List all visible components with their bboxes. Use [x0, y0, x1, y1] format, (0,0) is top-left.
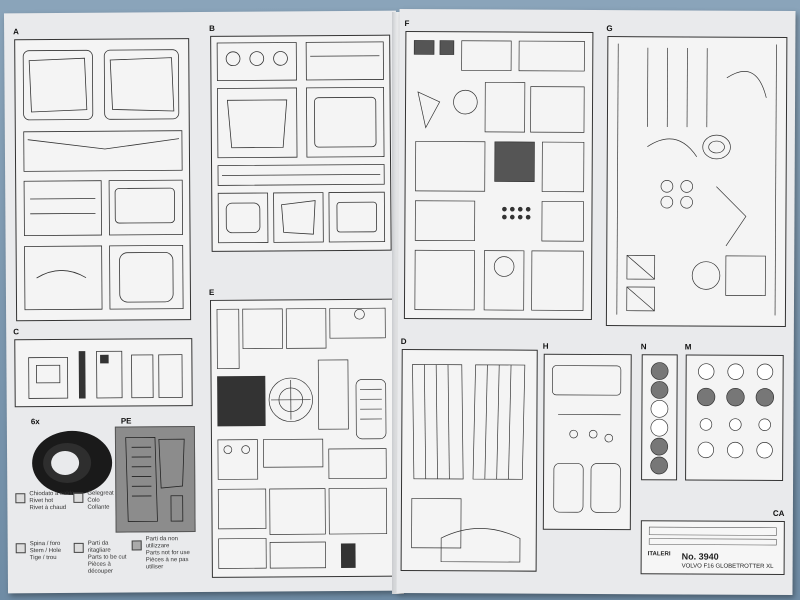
sprue-f: F: [403, 19, 594, 320]
legend-notuse-icon: [131, 540, 142, 551]
sprue-n: N: [641, 342, 678, 481]
sprue-h-parts: [552, 365, 622, 513]
kit-number: No. 3940: [681, 551, 719, 562]
sprue-b: B: [209, 24, 392, 252]
sprue-m-label: M: [684, 342, 692, 352]
legend-heat-icon: [15, 493, 26, 504]
decal-sheet-label: CA: [772, 508, 785, 518]
right-page: F: [396, 8, 796, 596]
sprue-g: G: [605, 24, 788, 327]
sprue-g-label: G: [606, 24, 613, 34]
sprue-e-parts: [216, 307, 388, 569]
sprue-a-label: A: [13, 27, 19, 37]
sprue-c: C: [13, 327, 193, 408]
sprue-m: M: [685, 342, 784, 481]
sprue-g-parts: [616, 43, 777, 316]
sprue-b-parts: [216, 41, 386, 244]
sprue-h-label: H: [542, 341, 549, 351]
sprue-d-label: D: [400, 336, 407, 347]
sprue-a: A: [13, 27, 192, 322]
sprue-f-label: F: [404, 18, 410, 29]
sprue-h: H: [543, 342, 632, 531]
legend-cut-icon: [15, 543, 26, 554]
decal-strips: [648, 526, 777, 546]
sprue-d: D: [400, 337, 538, 572]
tire-illustration: [32, 430, 113, 495]
photoetch-fret: [114, 426, 196, 533]
sprue-n-parts: [650, 362, 669, 475]
brand-logo: ITALERI: [647, 551, 671, 558]
photoetch-parts: [125, 437, 185, 522]
sprue-e-label: E: [208, 287, 215, 297]
left-page: A B: [3, 10, 401, 594]
legend-drill-icon: [73, 542, 84, 553]
sprue-b-label: B: [209, 23, 215, 33]
legend-item-6: Parti da ritagliare Parts to be cut Pièc…: [87, 540, 127, 575]
sprue-e: E: [209, 288, 396, 578]
legend-glue-icon: [73, 492, 84, 503]
sprue-d-parts: [411, 364, 526, 563]
sprue-f-parts: [413, 40, 585, 311]
tire-count-label: 6x: [30, 417, 40, 427]
kit-product-name: VOLVO F16 GLOBETROTTER XL: [681, 563, 774, 570]
sprue-c-parts: [28, 350, 183, 399]
legend-item-2: Gelegreat Colo Collante: [87, 490, 114, 511]
legend-item-4: Parti da non utilizzare Parts not for us…: [145, 536, 190, 571]
sprue-m-parts: [696, 363, 775, 459]
sprue-a-parts: [22, 49, 184, 311]
photoetch-label: PE: [120, 416, 132, 426]
sprue-n-label: N: [640, 342, 647, 352]
decal-sheet: ITALERI No. 3940 VOLVO F16 GLOBETROTTER …: [640, 520, 785, 575]
sprue-c-label: C: [13, 327, 20, 337]
